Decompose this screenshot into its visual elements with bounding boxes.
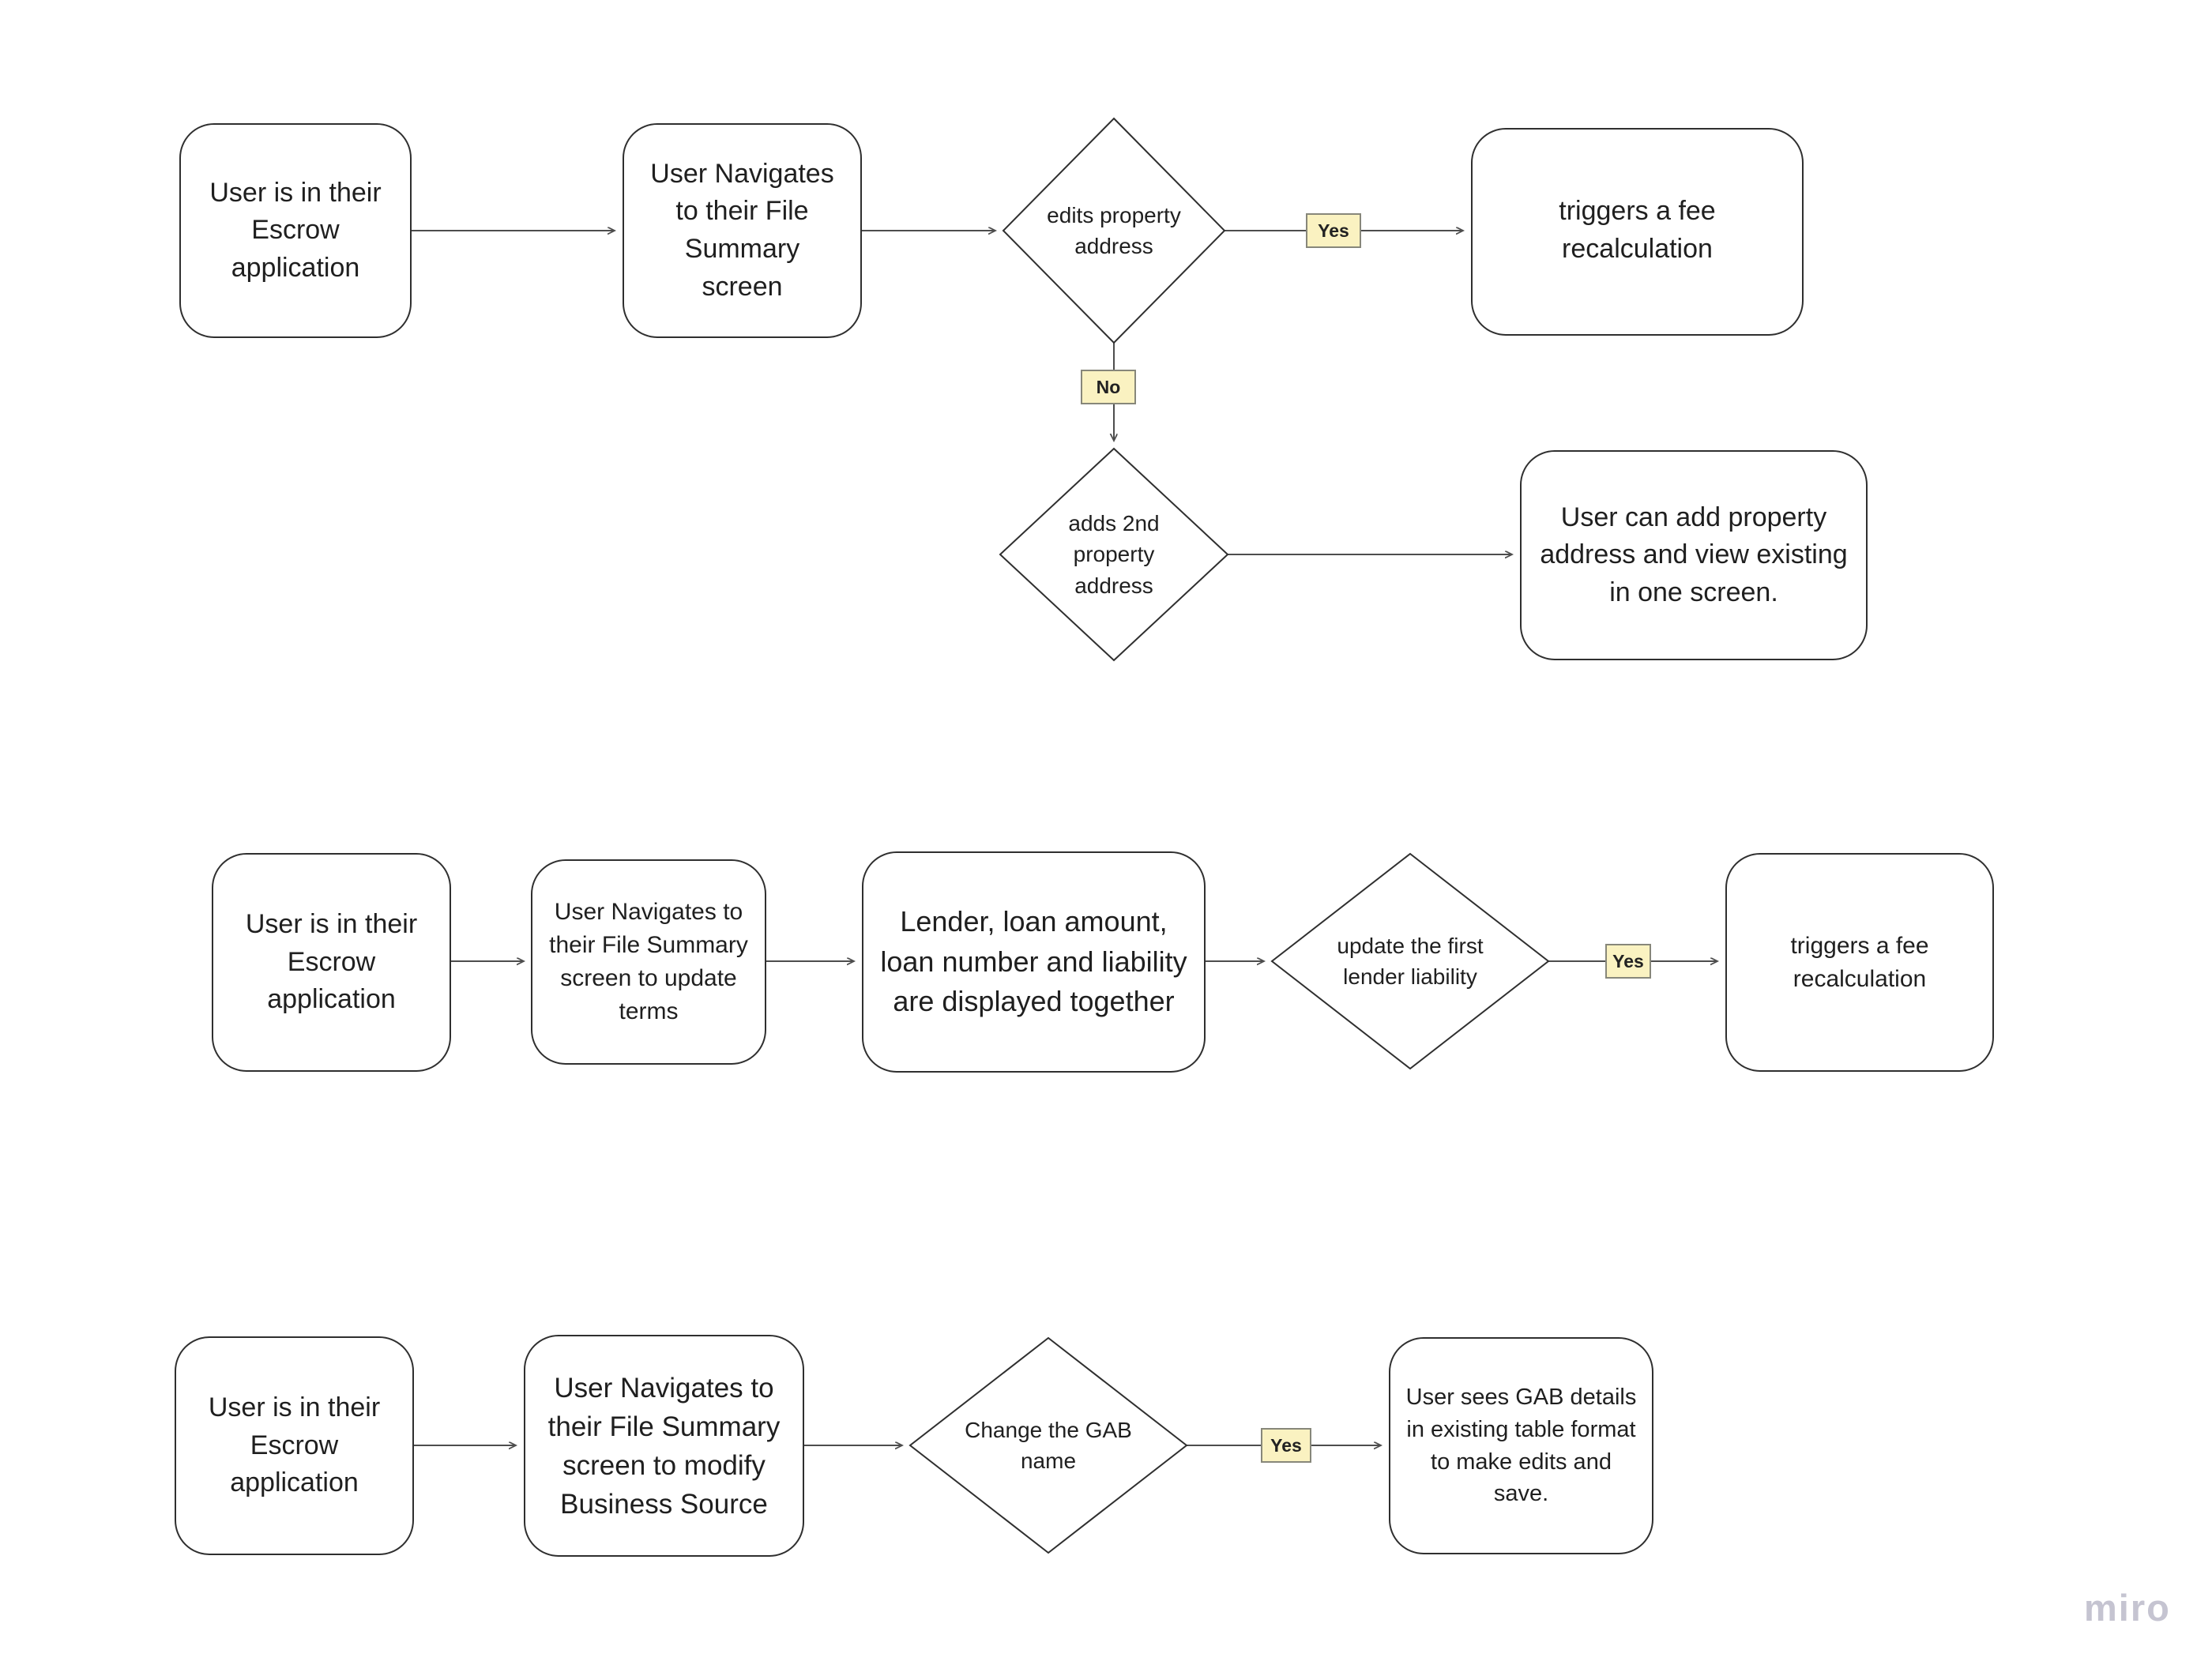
flow1-decision-add-address-shape[interactable] <box>999 447 1229 662</box>
flow3-start-node[interactable]: User is in their Escrow application <box>175 1336 414 1555</box>
flow1-navigate-node[interactable]: User Navigates to their File Summary scr… <box>623 123 862 338</box>
flow2-decision-update-liability-shape[interactable] <box>1270 852 1550 1070</box>
flow3-outcome-gab-node[interactable]: User sees GAB details in existing table … <box>1389 1337 1653 1554</box>
flow2-start-node[interactable]: User is in their Escrow application <box>212 853 451 1072</box>
flow1-outcome-fee-node[interactable]: triggers a fee recalculation <box>1471 128 1804 336</box>
miro-watermark-logo: miro <box>2084 1587 2171 1629</box>
flow1-decision-edits-address-shape[interactable] <box>1002 117 1226 344</box>
flow2-navigate-node[interactable]: User Navigates to their File Summary scr… <box>531 859 766 1065</box>
flow1-yes-label[interactable]: Yes <box>1306 213 1361 248</box>
flow2-outcome-fee-node[interactable]: triggers a fee recalculation <box>1725 853 1994 1072</box>
flow2-display-node[interactable]: Lender, loan amount, loan number and lia… <box>862 851 1206 1073</box>
flow1-outcome-add-address-node[interactable]: User can add property address and view e… <box>1520 450 1868 660</box>
flow3-decision-change-gab-shape[interactable] <box>908 1336 1188 1554</box>
flow3-yes-label[interactable]: Yes <box>1261 1428 1311 1463</box>
flow1-no-label[interactable]: No <box>1081 370 1136 404</box>
flow2-yes-label[interactable]: Yes <box>1605 944 1651 979</box>
flow3-navigate-node[interactable]: User Navigates to their File Summary scr… <box>524 1335 804 1557</box>
flow1-start-node[interactable]: User is in their Escrow application <box>179 123 412 338</box>
